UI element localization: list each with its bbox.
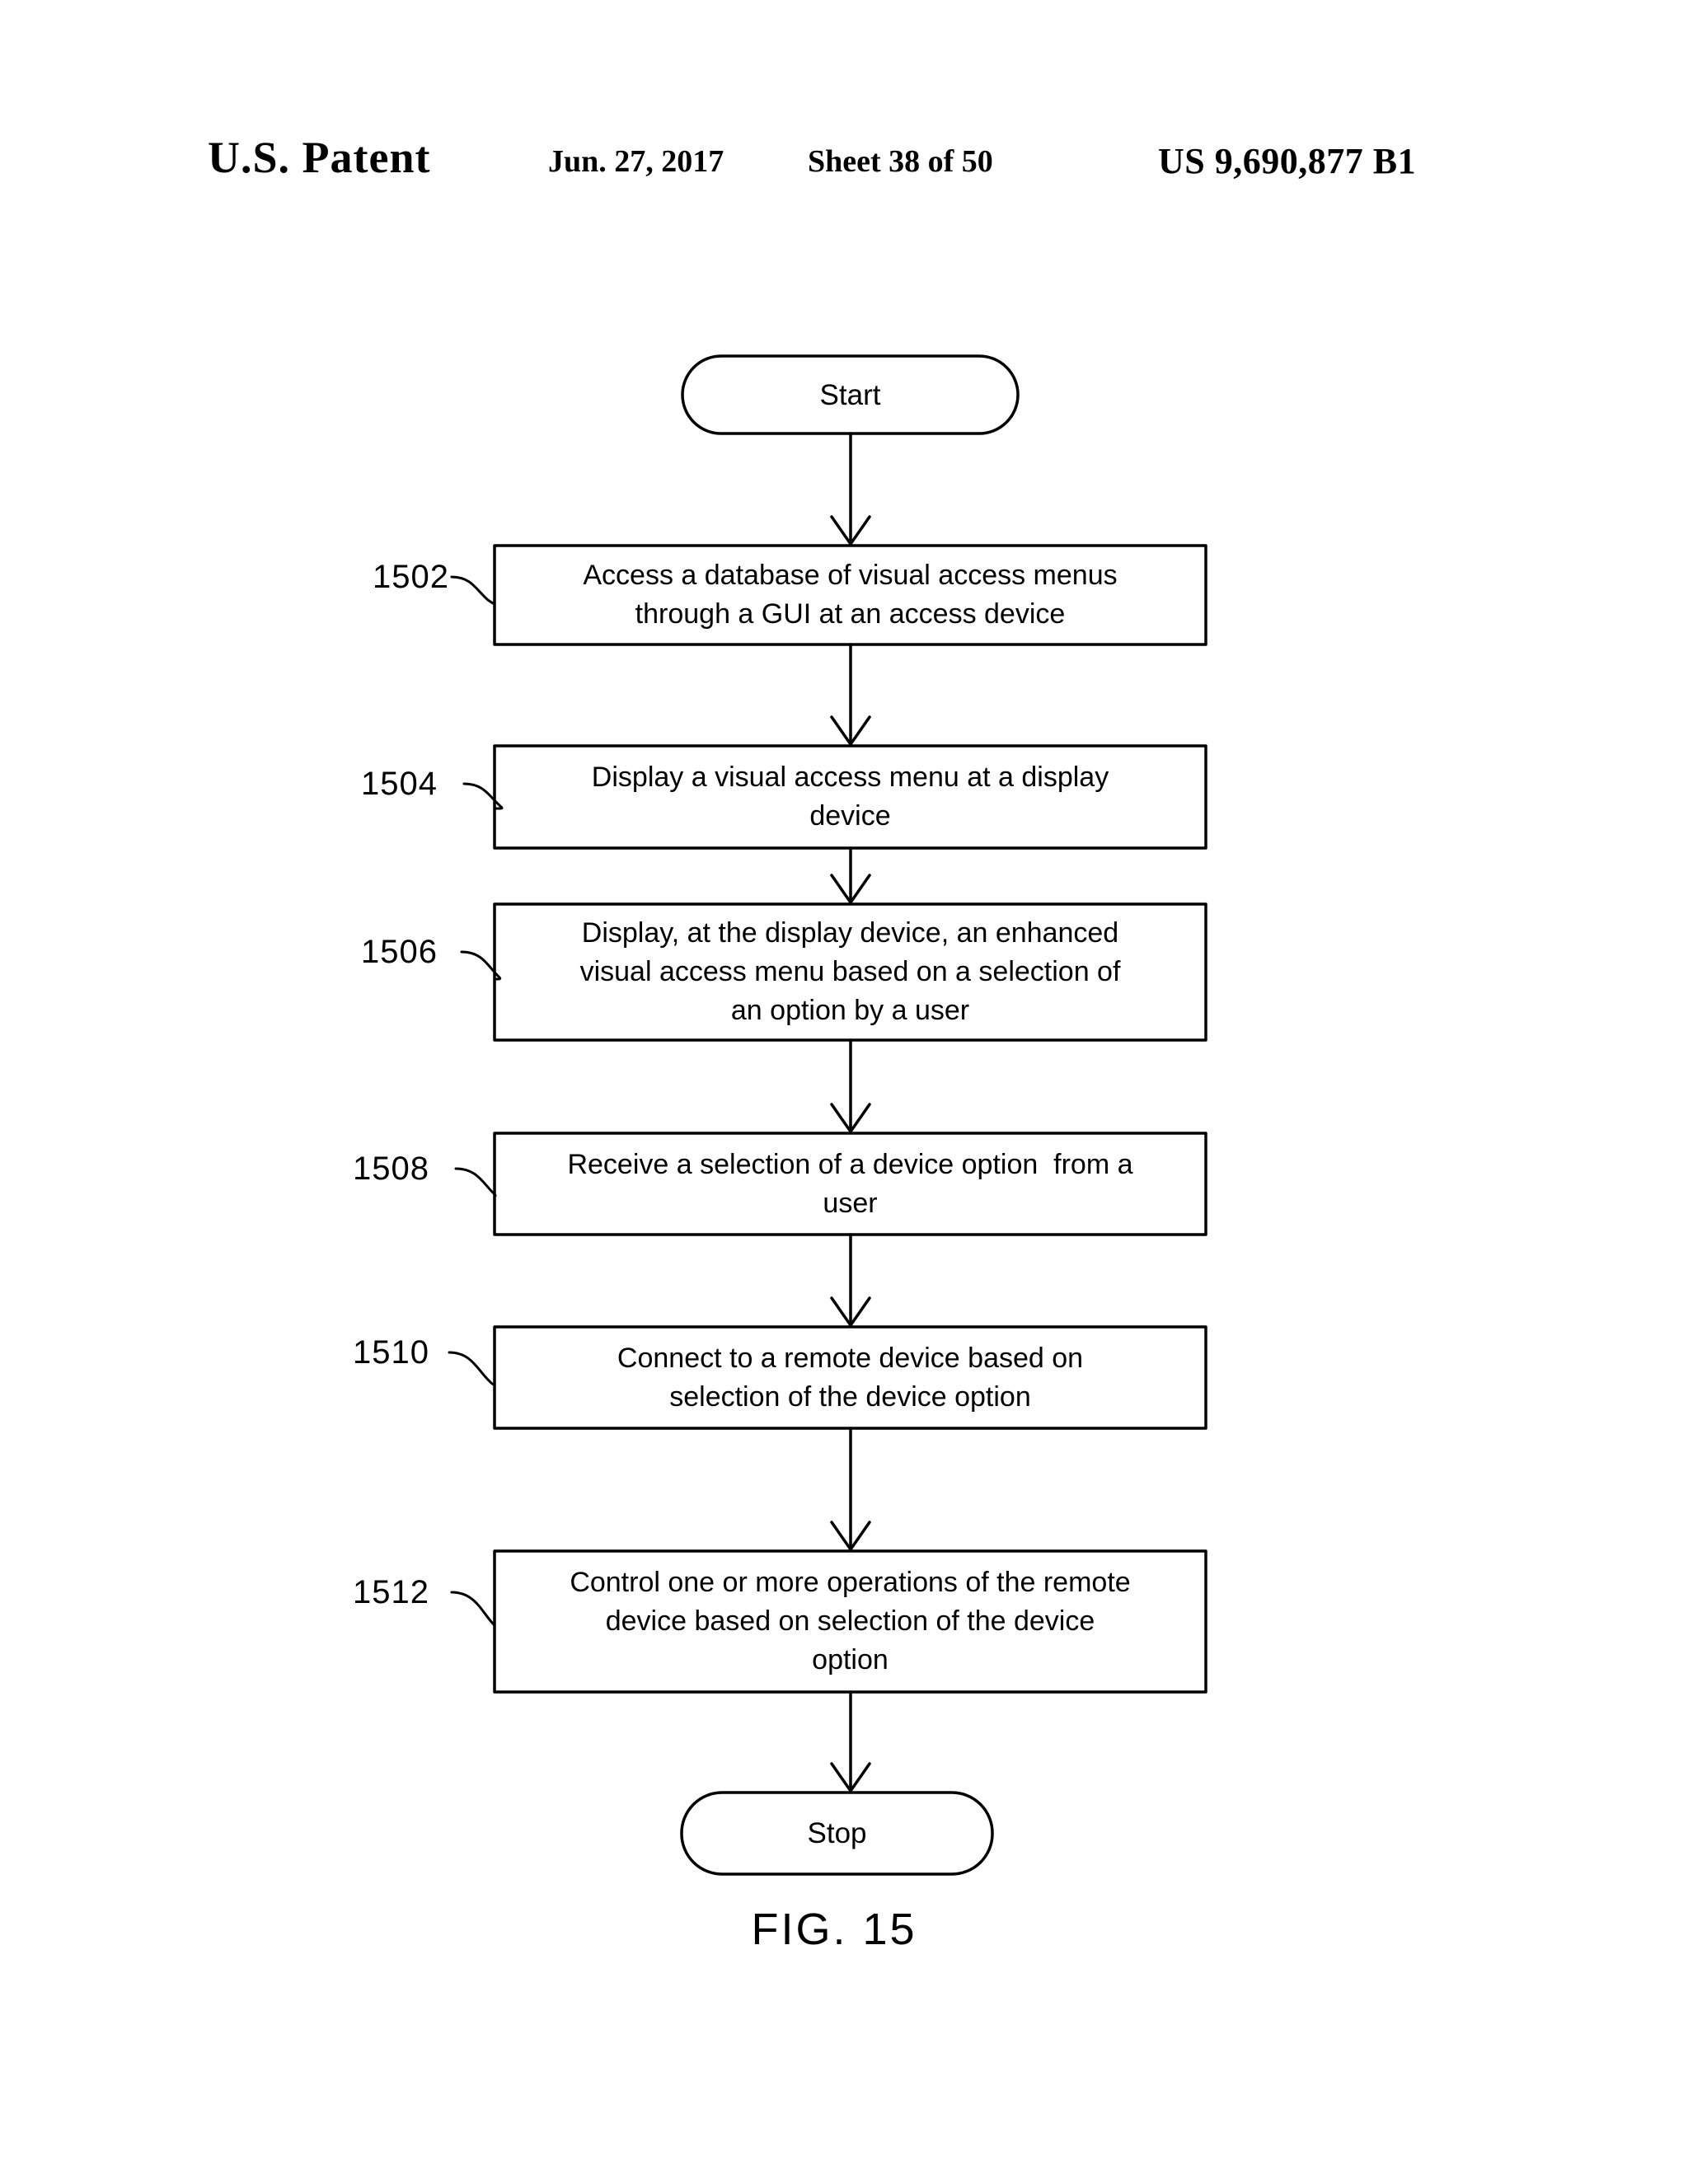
process-label-1512: Control one or more operations of the re… [570,1567,1131,1675]
process-label-1504: Display a visual access menu at a displa… [591,762,1109,832]
start-terminator-label: Start [819,378,881,411]
connector-1504-to-1506 [830,846,871,904]
connector-1512-to-stop [830,1690,871,1793]
leader-line-1508 [454,1167,497,1197]
leader-line-1502 [450,575,496,606]
figure-caption: FIG. 15 [0,1904,1688,1955]
reference-numeral-1506: 1506 [361,934,438,970]
process-label-1510: Connect to a remote device based on sele… [617,1342,1084,1413]
figure-caption-text: FIG. 15 [751,1905,917,1954]
patent-office-title: U.S. Patent [208,133,431,182]
connector-1502-to-1504 [830,643,871,746]
patent-date: Jun. 27, 2017 [548,144,724,179]
reference-numeral-1502: 1502 [373,559,449,595]
reference-numeral-1504: 1504 [361,766,438,802]
connector-1506-to-1508 [830,1038,871,1133]
leader-line-1506 [460,950,502,981]
connector-start-to-1502 [830,432,871,546]
patent-header: U.S. Patent Jun. 27, 2017 Sheet 38 of 50… [0,132,1688,190]
connector-1510-to-1512 [830,1427,871,1551]
process-label-1508: Receive a selection of a device option f… [567,1148,1133,1219]
stop-terminator-shape [680,1791,994,1876]
process-label-1506: Display, at the display device, an enhan… [579,917,1121,1026]
connector-1508-to-1510 [830,1233,871,1327]
reference-numeral-1510: 1510 [353,1334,429,1371]
leader-line-1510 [448,1351,496,1386]
reference-numeral-1512: 1512 [353,1574,429,1610]
sheet-number: Sheet 38 of 50 [808,144,993,179]
leader-line-1512 [450,1591,496,1628]
reference-numeral-1508: 1508 [353,1151,429,1187]
patent-number: US 9,690,877 B1 [1158,141,1417,181]
leader-line-1504 [462,782,504,810]
process-label-1502: Access a database of visual access menus… [583,560,1118,630]
stop-terminator-label: Stop [807,1817,867,1849]
